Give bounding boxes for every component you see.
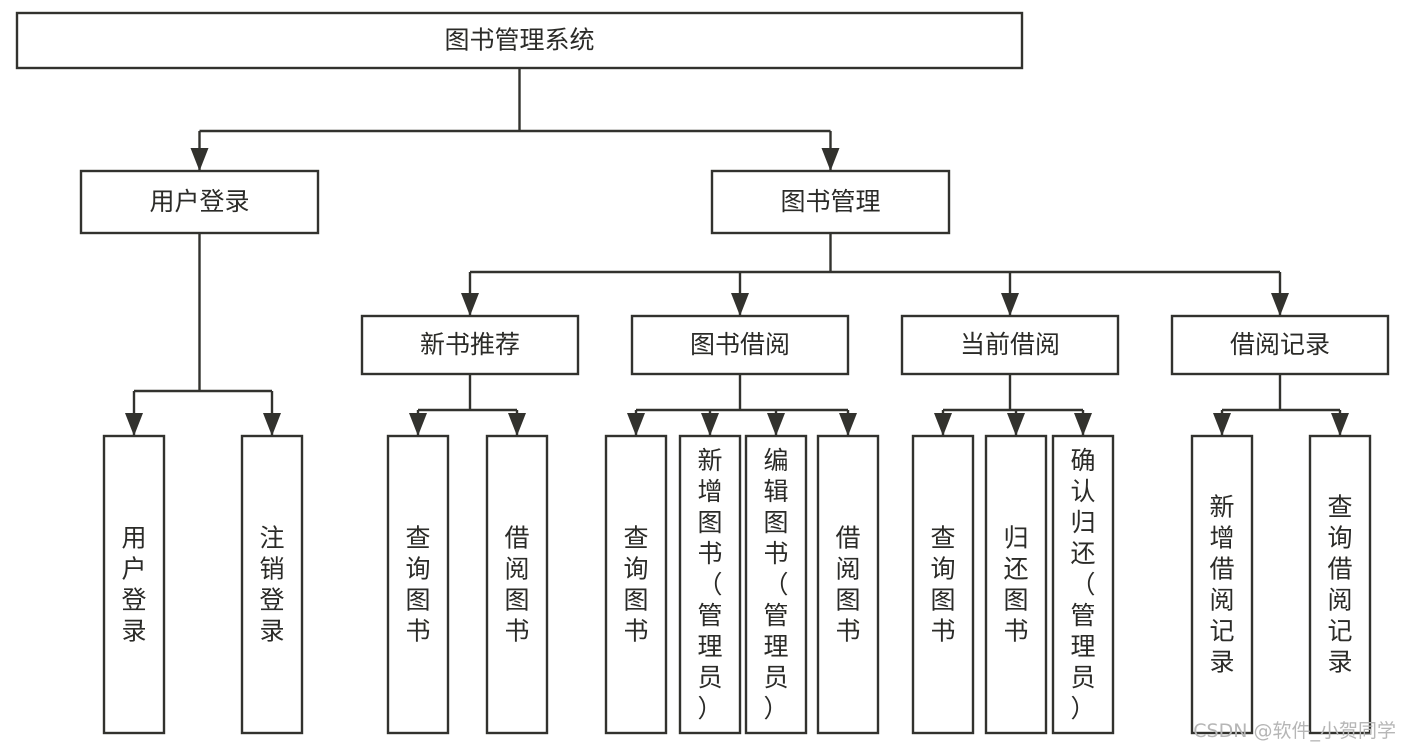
arrow-head-icon [934,413,952,436]
csdn-watermark: CSDN @软件_小贺同学 [1193,720,1396,742]
node-borrow-record-box [1170,314,1390,376]
node-leaf-borrow-book-2-box [816,434,880,735]
node-user-login-box [79,169,320,235]
node-user-login-label: 用户登录 [149,187,249,216]
node-leaf-confirm-return[interactable]: 确认归还（管理员） [1051,434,1115,735]
node-leaf-borrow-book-2-label: 借阅图书 [835,524,860,646]
arrow-head-icon [731,293,749,316]
node-root-box [15,11,1024,70]
connector-layer [125,68,1349,436]
node-leaf-user-login[interactable]: 用户登录 [102,434,166,735]
node-book-borrow-box [630,314,850,376]
node-leaf-user-logout-box [240,434,304,735]
arrow-head-icon [1001,293,1019,316]
node-current-borrow[interactable]: 当前借阅 [900,314,1120,376]
node-leaf-borrow-book-1-label: 借阅图书 [504,524,529,646]
arrow-head-icon [1007,413,1025,436]
node-leaf-query-record-box [1308,434,1372,735]
node-new-book-rec-label: 新书推荐 [420,330,520,359]
node-root[interactable]: 图书管理系统 [15,11,1024,70]
arrow-head-icon [1074,413,1092,436]
node-leaf-add-book[interactable]: 新增图书（管理员） [678,434,742,735]
node-layer: 图书管理系统用户登录图书管理新书推荐图书借阅当前借阅借阅记录用户登录注销登录查询… [15,11,1390,735]
node-leaf-add-book-label: 新增图书（管理员） [697,446,722,723]
arrow-head-icon [409,413,427,436]
arrow-head-icon [461,293,479,316]
arrow-head-icon [701,413,719,436]
node-leaf-return-book-box [984,434,1048,735]
node-root-label: 图书管理系统 [444,26,594,55]
arrow-head-icon [821,148,840,171]
node-book-borrow[interactable]: 图书借阅 [630,314,850,376]
arrow-head-icon [190,148,209,171]
arrow-head-icon [1213,413,1231,436]
node-user-login[interactable]: 用户登录 [79,169,320,235]
node-leaf-user-logout-label: 注销登录 [259,524,284,646]
node-leaf-query-book-1-box [386,434,450,735]
node-leaf-add-book-box [678,434,742,735]
node-leaf-query-record[interactable]: 查询借阅记录 [1308,434,1372,735]
node-leaf-edit-book[interactable]: 编辑图书（管理员） [744,434,808,735]
node-leaf-return-book-label: 归还图书 [1003,524,1028,646]
node-leaf-user-login-box [102,434,166,735]
node-book-manage[interactable]: 图书管理 [710,169,951,235]
node-current-borrow-box [900,314,1120,376]
node-leaf-query-book-2[interactable]: 查询图书 [604,434,668,735]
arrow-head-icon [125,413,143,436]
node-leaf-confirm-return-box [1051,434,1115,735]
arrow-head-icon [263,413,281,436]
arrow-head-icon [839,413,857,436]
node-book-manage-label: 图书管理 [780,187,880,216]
node-leaf-query-book-3-label: 查询图书 [930,524,955,646]
node-leaf-user-logout[interactable]: 注销登录 [240,434,304,735]
node-leaf-user-login-label: 用户登录 [121,524,146,646]
node-leaf-borrow-book-1[interactable]: 借阅图书 [485,434,549,735]
node-leaf-query-book-1-label: 查询图书 [405,524,430,646]
node-leaf-confirm-return-label: 确认归还（管理员） [1070,446,1095,723]
node-book-borrow-label: 图书借阅 [690,330,790,359]
node-leaf-edit-book-label: 编辑图书（管理员） [763,446,788,723]
node-new-book-rec[interactable]: 新书推荐 [360,314,580,376]
node-leaf-query-book-1[interactable]: 查询图书 [386,434,450,735]
arrow-head-icon [1271,293,1289,316]
node-leaf-borrow-book-2[interactable]: 借阅图书 [816,434,880,735]
node-leaf-query-book-3[interactable]: 查询图书 [911,434,975,735]
node-leaf-return-book[interactable]: 归还图书 [984,434,1048,735]
arrow-head-icon [767,413,785,436]
arrow-head-icon [1331,413,1349,436]
node-leaf-add-record-label: 新增借阅记录 [1209,493,1234,677]
node-leaf-query-book-3-box [911,434,975,735]
node-leaf-add-record[interactable]: 新增借阅记录 [1190,434,1254,735]
node-borrow-record[interactable]: 借阅记录 [1170,314,1390,376]
node-leaf-borrow-book-1-box [485,434,549,735]
node-leaf-query-book-2-label: 查询图书 [623,524,648,646]
node-current-borrow-label: 当前借阅 [960,330,1060,359]
node-leaf-query-book-2-box [604,434,668,735]
node-book-manage-box [710,169,951,235]
node-leaf-add-record-box [1190,434,1254,735]
node-leaf-edit-book-box [744,434,808,735]
arrow-head-icon [627,413,645,436]
node-new-book-rec-box [360,314,580,376]
arrow-head-icon [508,413,526,436]
node-leaf-query-record-label: 查询借阅记录 [1327,493,1352,677]
node-borrow-record-label: 借阅记录 [1230,330,1330,359]
